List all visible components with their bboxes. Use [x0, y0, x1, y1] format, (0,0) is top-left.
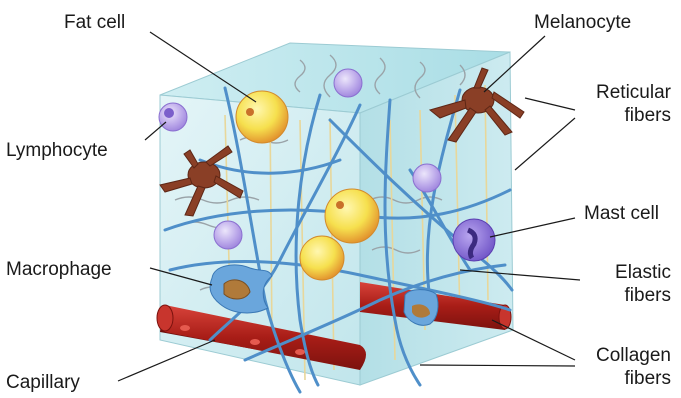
lymphocyte: [413, 164, 441, 192]
label-collagen-fibers-line1: Collagen: [596, 345, 671, 366]
macrophage: [404, 290, 438, 326]
fat-cell: [325, 189, 379, 243]
fat-cell: [236, 91, 288, 143]
label-lymphocyte: Lymphocyte: [6, 140, 108, 161]
leader-reticular-1: [525, 98, 575, 110]
leader-collagen-2: [420, 365, 575, 366]
label-reticular-fibers-line1: Reticular: [596, 82, 671, 103]
label-melanocyte: Melanocyte: [534, 12, 631, 33]
label-collagen-fibers-line2: fibers: [625, 368, 671, 389]
mast-cell: [453, 219, 495, 261]
fat-cell: [300, 236, 344, 280]
lymphocyte: [159, 103, 187, 131]
label-fat-cell: Fat cell: [64, 12, 125, 33]
leader-capillary: [118, 340, 215, 381]
lymphocyte: [214, 221, 242, 249]
leader-reticular-2: [515, 118, 575, 170]
lymphocyte: [334, 69, 362, 97]
label-reticular-fibers-line2: fibers: [625, 105, 671, 126]
label-mast-cell: Mast cell: [584, 203, 659, 224]
leader-collagen-1: [492, 320, 575, 360]
label-elastic-fibers-line2: fibers: [625, 285, 671, 306]
label-elastic-fibers-line1: Elastic: [615, 262, 671, 283]
label-macrophage: Macrophage: [6, 259, 112, 280]
label-capillary: Capillary: [6, 372, 80, 393]
